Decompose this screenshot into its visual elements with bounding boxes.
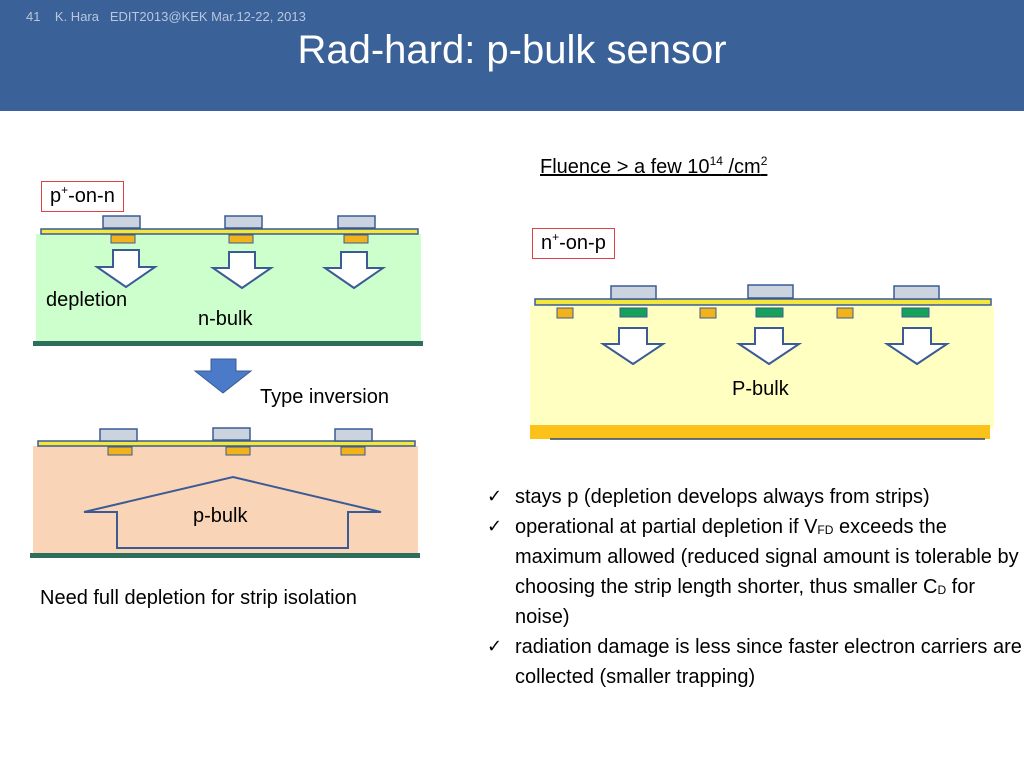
depletion-arrows — [599, 327, 951, 366]
list-item: ✓operational at partial depletion if VFD… — [487, 512, 1022, 632]
slide-info: 41 K. Hara EDIT2013@KEK Mar.12-22, 2013 — [26, 9, 306, 24]
inverted-p-bulk-region — [33, 446, 418, 554]
depletion-label: depletion — [46, 289, 128, 311]
header-bar: 41 K. Hara EDIT2013@KEK Mar.12-22, 2013 … — [0, 0, 1024, 111]
depletion-arrows — [93, 249, 387, 290]
metal-strips — [102, 215, 376, 229]
n-bulk-label: n-bulk — [198, 308, 253, 330]
check-icon: ✓ — [487, 636, 503, 657]
oxide-layer — [534, 298, 992, 306]
backplane — [530, 425, 990, 439]
depletion-up-arrow — [83, 475, 382, 549]
p-on-n-label: p+-on-n — [41, 181, 124, 212]
p-implant-strips — [110, 234, 369, 244]
check-icon: ✓ — [487, 516, 503, 537]
p-implant-strips — [107, 446, 366, 456]
metal-strips — [610, 284, 940, 300]
metal-strips — [99, 427, 373, 442]
oxide-layer — [37, 440, 416, 447]
backplane — [33, 341, 423, 346]
type-inversion-label: Type inversion — [260, 386, 389, 408]
p-bulk-label: P-bulk — [732, 378, 789, 400]
check-icon: ✓ — [487, 486, 503, 507]
fluence-heading: Fluence > a few 1014 /cm2 — [540, 154, 768, 178]
p-bulk-label: p-bulk — [193, 505, 248, 527]
type-inversion-arrow — [193, 358, 253, 394]
n-implant-strips — [619, 307, 930, 318]
slide-title: Rad-hard: p-bulk sensor — [297, 28, 727, 72]
oxide-layer — [40, 228, 419, 235]
full-depletion-note: Need full depletion for strip isolation — [40, 587, 357, 609]
backplane — [30, 553, 420, 558]
n-on-p-label: n+-on-p — [532, 228, 615, 259]
p-stop-implants — [556, 307, 854, 319]
list-item: ✓radiation damage is less since faster e… — [487, 632, 1022, 692]
p-bulk-region — [530, 306, 994, 428]
list-item: ✓stays p (depletion develops always from… — [487, 482, 1022, 512]
advantages-list: ✓stays p (depletion develops always from… — [487, 482, 1022, 692]
